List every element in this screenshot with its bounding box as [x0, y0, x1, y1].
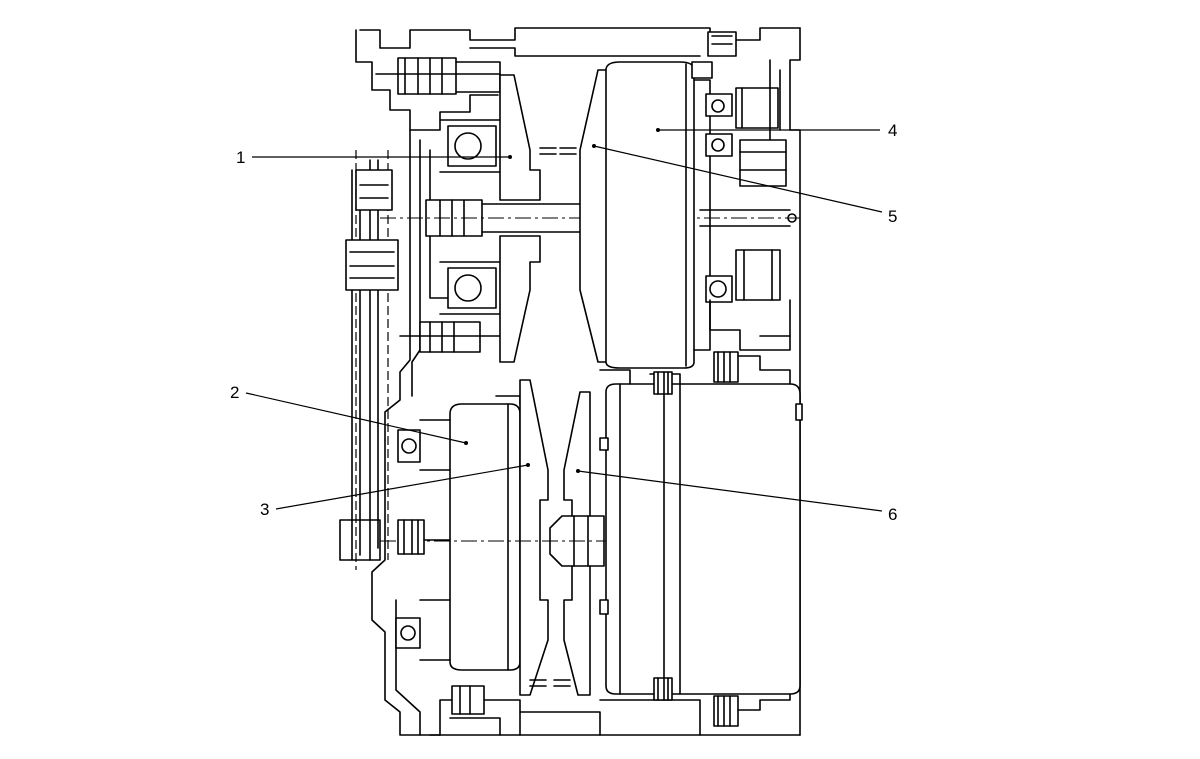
secondary-movable-sheave [519, 379, 549, 696]
leader-dot-6 [576, 469, 580, 473]
leader-dot-2 [464, 441, 468, 445]
callout-5: 5 [888, 207, 897, 226]
primary-fixed-sheave [499, 74, 541, 363]
callout-3: 3 [260, 500, 269, 519]
primary-piston-drum [605, 61, 711, 369]
lower-bolt [449, 685, 501, 736]
secondary-cylinder-housing [599, 351, 803, 727]
mid-bolt [399, 321, 501, 353]
leader-dot-3 [526, 463, 530, 467]
upper-bolt [375, 57, 501, 95]
primary-movable-sheave [539, 69, 613, 363]
lower-left-bearings [395, 419, 451, 661]
leader-dot-5 [592, 144, 596, 148]
leader-lines [245, 128, 883, 512]
callout-labels: 1 2 3 4 5 6 [230, 121, 897, 524]
leader-dot-1 [508, 155, 512, 159]
secondary-shaft [380, 515, 800, 567]
oil-tube [339, 150, 399, 570]
upper-left-lower-bearing [439, 261, 501, 315]
leader-dot-4 [656, 128, 660, 132]
callout-4: 4 [888, 121, 897, 140]
leader-line-2 [245, 392, 467, 444]
leader-line-3 [275, 464, 529, 510]
upper-left-bearing [439, 119, 501, 173]
callout-1: 1 [236, 148, 245, 167]
upper-right-components [691, 31, 791, 351]
callout-6: 6 [888, 505, 897, 524]
secondary-piston-drum [449, 395, 521, 671]
callout-2: 2 [230, 383, 239, 402]
leader-line-5 [593, 145, 883, 213]
leader-line-6 [577, 470, 883, 512]
